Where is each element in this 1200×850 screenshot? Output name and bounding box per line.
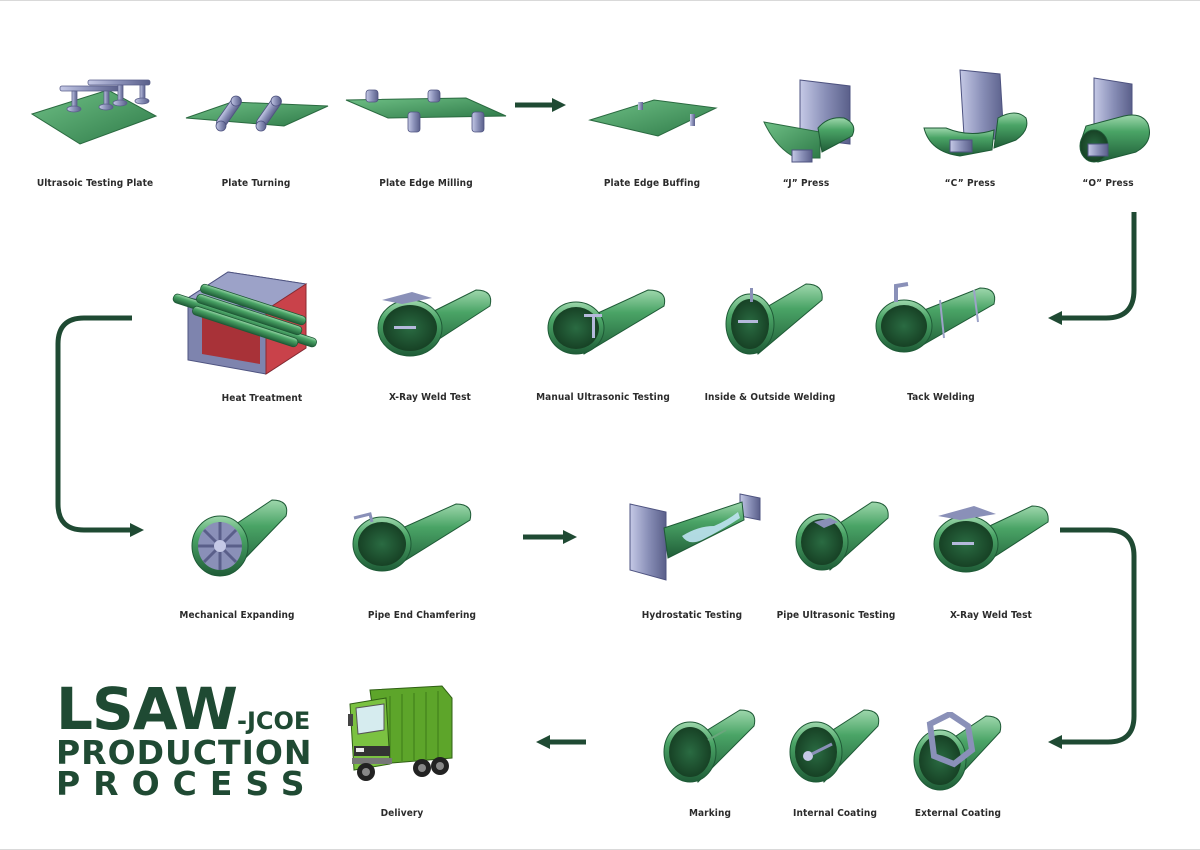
step-inside-outside-welding bbox=[724, 278, 828, 358]
step-delivery bbox=[346, 684, 456, 786]
pipe-ut-icon bbox=[795, 501, 889, 571]
step-external-coating bbox=[910, 712, 1006, 794]
step-xray-2 bbox=[930, 500, 1052, 574]
plate-buffing-icon bbox=[588, 99, 718, 137]
step-pipe-end-chamfering bbox=[350, 500, 474, 574]
label-tack-welding: Tack Welding bbox=[907, 392, 975, 403]
label-xray-1: X-Ray Weld Test bbox=[389, 392, 471, 403]
step-plate-edge-milling bbox=[344, 86, 510, 140]
label-external-coating: External Coating bbox=[914, 808, 1002, 819]
pipe-xray-icon bbox=[377, 289, 492, 357]
step-j-press bbox=[762, 78, 862, 170]
furnace-icon bbox=[172, 271, 317, 375]
step-c-press bbox=[920, 68, 1032, 168]
step-tack-welding bbox=[874, 282, 998, 354]
pipe-marking-icon bbox=[663, 709, 756, 783]
step-marking bbox=[662, 706, 760, 786]
pipe-weld-icon bbox=[725, 283, 823, 355]
step-manual-ut bbox=[544, 284, 670, 356]
pipe-int-coat-icon bbox=[789, 709, 880, 783]
label-mechanical-expanding: Mechanical Expanding bbox=[179, 610, 295, 621]
title-line-3: PROCESS bbox=[56, 764, 318, 804]
pipe-chamfer-icon bbox=[352, 503, 472, 572]
pipe-tack-icon bbox=[875, 282, 996, 353]
press-c-icon bbox=[923, 69, 1028, 157]
step-pipe-ultrasonic bbox=[794, 496, 894, 576]
plate-with-probes-icon bbox=[30, 79, 158, 145]
label-pipe-ultrasonic: Pipe Ultrasonic Testing bbox=[776, 610, 896, 621]
label-internal-coating: Internal Coating bbox=[793, 808, 877, 819]
truck-icon bbox=[348, 685, 453, 781]
label-inside-outside-welding: Inside & Outside Welding bbox=[704, 392, 836, 403]
step-mechanical-expanding bbox=[190, 494, 294, 580]
pipe-hydro-icon bbox=[629, 493, 761, 581]
top-border bbox=[0, 0, 1200, 1]
step-plate-edge-buffing bbox=[586, 98, 720, 142]
step-heat-treatment bbox=[168, 270, 326, 378]
label-heat-treatment: Heat Treatment bbox=[221, 393, 303, 404]
step-hydrostatic bbox=[628, 492, 762, 582]
step-xray-1 bbox=[372, 282, 496, 358]
pipe-xray-icon bbox=[933, 505, 1049, 573]
label-j-press: “J” Press bbox=[782, 178, 830, 189]
step-o-press bbox=[1074, 76, 1156, 170]
title-line-2: PRODUCTION bbox=[56, 733, 313, 773]
step-plate-turning bbox=[184, 80, 330, 140]
title-line-1: LSAW-JCOE bbox=[56, 680, 317, 738]
step-ultrasonic-plate bbox=[28, 72, 162, 152]
press-j-icon bbox=[763, 79, 855, 163]
label-hydrostatic: Hydrostatic Testing bbox=[641, 610, 743, 621]
label-o-press: “O” Press bbox=[1082, 178, 1134, 189]
label-manual-ut: Manual Ultrasonic Testing bbox=[536, 392, 670, 403]
pipe-expander-icon bbox=[191, 499, 288, 577]
plate-with-rollers-icon bbox=[185, 95, 329, 132]
pipe-manual-ut-icon bbox=[547, 289, 666, 355]
label-delivery: Delivery bbox=[380, 808, 424, 819]
label-plate-turning: Plate Turning bbox=[221, 178, 291, 189]
plate-with-cutters-icon bbox=[345, 89, 507, 133]
title-lsaw: LSAW bbox=[56, 675, 238, 743]
label-plate-edge-buffing: Plate Edge Buffing bbox=[603, 178, 701, 189]
label-marking: Marking bbox=[688, 808, 732, 819]
title-jcoe: -JCOE bbox=[237, 707, 311, 735]
label-ultrasonic-plate: Ultrasoic Testing Plate bbox=[36, 178, 154, 189]
label-pipe-end-chamfering: Pipe End Chamfering bbox=[367, 610, 477, 621]
label-c-press: “C” Press bbox=[944, 178, 996, 189]
diagram-title: LSAW-JCOE PRODUCTION PROCESS bbox=[56, 680, 318, 804]
label-xray-2: X-Ray Weld Test bbox=[950, 610, 1032, 621]
step-internal-coating bbox=[788, 706, 884, 786]
pipe-ext-coat-icon bbox=[913, 712, 1002, 791]
press-o-icon bbox=[1079, 77, 1150, 163]
label-plate-edge-milling: Plate Edge Milling bbox=[379, 178, 473, 189]
